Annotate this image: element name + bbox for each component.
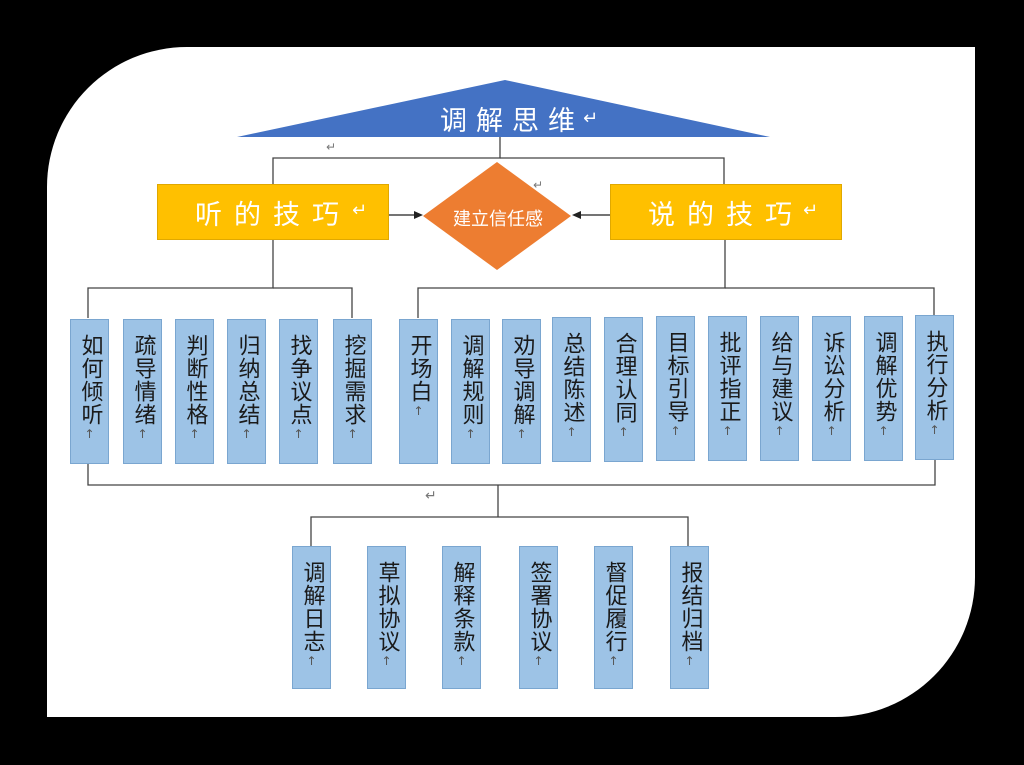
- paragraph-mark: ↵: [352, 200, 368, 221]
- listen-item-box: 归纳总结 ↑: [227, 319, 266, 464]
- cell-mark: ↑: [722, 424, 733, 438]
- cell-mark: ↑: [878, 424, 889, 438]
- listen-item-label: 找争议点: [286, 334, 312, 426]
- cell-mark: ↑: [456, 654, 467, 668]
- process-item-label: 签署协议: [526, 561, 552, 653]
- speak-skill-box: 说的技巧: [610, 184, 842, 240]
- cell-mark: ↑: [189, 427, 200, 441]
- listen-item-label: 归纳总结: [234, 334, 260, 426]
- listen-skill-box: 听的技巧: [157, 184, 389, 240]
- cell-mark: ↑: [774, 424, 785, 438]
- speak-item-label: 开场白: [406, 334, 432, 403]
- cell-mark: ↑: [670, 424, 681, 438]
- process-item-box: 草拟协议 ↑: [367, 546, 406, 689]
- cell-mark: ↑: [241, 427, 252, 441]
- center-label: 建立信任感: [453, 209, 543, 230]
- speak-item-label: 调解规则: [458, 334, 484, 426]
- process-item-label: 调解日志: [299, 561, 325, 653]
- speak-item-label: 给与建议: [767, 331, 793, 423]
- cell-mark: ↑: [826, 424, 837, 438]
- cell-mark: ↑: [347, 427, 358, 441]
- speak-item-label: 劝导调解: [509, 334, 535, 426]
- title-connector-right: [500, 157, 725, 184]
- cell-mark: ↑: [381, 654, 392, 668]
- listen-item-box: 挖掘需求 ↑: [333, 319, 372, 464]
- cell-mark: ↑: [465, 427, 476, 441]
- process-item-box: 签署协议 ↑: [519, 546, 558, 689]
- cell-mark: ↑: [929, 423, 940, 437]
- cell-mark: ↑: [618, 425, 629, 439]
- title: 调解思维: [440, 105, 584, 137]
- speak-item-box: 诉讼分析 ↑: [812, 316, 851, 461]
- listen-branch: [87, 240, 274, 318]
- paragraph-mark: ↵: [533, 178, 544, 192]
- process-item-label: 解释条款: [449, 561, 475, 653]
- speak-item-label: 总结陈述: [559, 332, 585, 424]
- speak-item-label: 调解优势: [871, 331, 897, 423]
- cell-mark: ↑: [608, 654, 619, 668]
- cell-mark: ↑: [84, 427, 95, 441]
- process-item-label: 报结归档: [677, 561, 703, 653]
- speak-item-label: 批评指正: [715, 331, 741, 423]
- merge-line: [87, 460, 936, 486]
- listen-item-box: 如何倾听 ↑: [70, 319, 109, 464]
- speak-item-box: 调解优势 ↑: [864, 316, 903, 461]
- speak-item-box: 给与建议 ↑: [760, 316, 799, 461]
- speak-item-label: 目标引导: [663, 331, 689, 423]
- title-connector-left: [272, 137, 501, 184]
- trust-diamond: [423, 162, 571, 270]
- process-item-box: 报结归档 ↑: [670, 546, 709, 689]
- speak-item-label: 诉讼分析: [819, 331, 845, 423]
- process-item-box: 解释条款 ↑: [442, 546, 481, 689]
- cell-mark: ↑: [566, 425, 577, 439]
- speak-item-label: 执行分析: [922, 330, 948, 422]
- listen-item-label: 判断性格: [182, 334, 208, 426]
- listen-item-box: 判断性格 ↑: [175, 319, 214, 464]
- process-item-label: 草拟协议: [374, 561, 400, 653]
- listen-item-label: 如何倾听: [77, 334, 103, 426]
- speak-item-box: 调解规则 ↑: [451, 319, 490, 464]
- speak-item-box: 执行分析 ↑: [915, 315, 954, 460]
- cell-mark: ↑: [137, 427, 148, 441]
- speak-branch: [417, 240, 726, 318]
- paragraph-mark: ↵: [803, 200, 819, 221]
- cell-mark: ↑: [516, 427, 527, 441]
- cell-mark: ↑: [293, 427, 304, 441]
- process-item-label: 督促履行: [601, 561, 627, 653]
- cell-mark: ↑: [306, 654, 317, 668]
- paragraph-mark: ↵: [583, 108, 599, 129]
- paragraph-mark: ↵: [425, 488, 437, 504]
- listen-skill-label: 听的技巧: [195, 199, 351, 231]
- title-triangle: [237, 80, 770, 137]
- cell-mark: ↑: [533, 654, 544, 668]
- speak-item-box: 开场白 ↑: [399, 319, 438, 464]
- speak-skill-label: 说的技巧: [648, 199, 804, 231]
- bottom-branch: [310, 516, 689, 546]
- cell-mark: ↑: [684, 654, 695, 668]
- listen-item-label: 疏导情绪: [130, 334, 156, 426]
- speak-item-box: 合理认同 ↑: [604, 317, 643, 462]
- listen-item-box: 找争议点 ↑: [279, 319, 318, 464]
- speak-item-box: 总结陈述 ↑: [552, 317, 591, 462]
- paragraph-mark: ↵: [326, 140, 337, 154]
- speak-item-label: 合理认同: [611, 332, 637, 424]
- speak-item-box: 批评指正 ↑: [708, 316, 747, 461]
- speak-item-box: 劝导调解 ↑: [502, 319, 541, 464]
- listen-item-box: 疏导情绪 ↑: [123, 319, 162, 464]
- cell-mark: ↑: [413, 404, 424, 418]
- process-item-box: 督促履行 ↑: [594, 546, 633, 689]
- process-item-box: 调解日志 ↑: [292, 546, 331, 689]
- listen-item-label: 挖掘需求: [340, 334, 366, 426]
- speak-item-box: 目标引导 ↑: [656, 316, 695, 461]
